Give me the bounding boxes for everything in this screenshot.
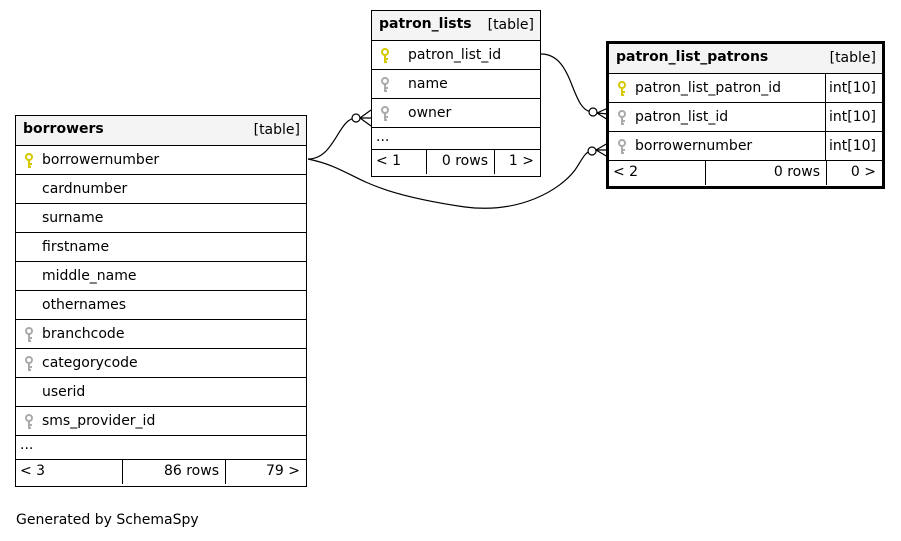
column-row[interactable]: sms_provider_id	[16, 407, 306, 436]
column-type: int[10]	[825, 74, 882, 102]
primary-key-icon	[617, 81, 627, 97]
table-name: patron_list_patrons	[616, 49, 769, 65]
column-list: borrowernumber cardnumber surname firstname…	[16, 146, 306, 436]
table-header: patron_lists [table]	[372, 11, 540, 41]
column-name: owner	[408, 105, 452, 121]
table-patron-list-patrons[interactable]: patron_list_patrons [table] patron_list_…	[606, 41, 885, 189]
table-name: patron_lists	[379, 16, 472, 32]
foreign-key-icon	[24, 414, 34, 430]
column-type: int[10]	[825, 103, 882, 131]
column-name: cardnumber	[42, 181, 128, 197]
row-count: 0 rows	[427, 150, 495, 174]
column-name: middle_name	[42, 268, 137, 284]
table-kind: [table]	[829, 50, 876, 66]
column-row[interactable]: borrowernumber	[16, 146, 306, 175]
column-name: patron_list_patron_id	[635, 80, 782, 96]
column-row[interactable]: middle_name	[16, 262, 306, 291]
edge-optional-marker	[588, 107, 598, 117]
column-type: int[10]	[825, 132, 882, 160]
foreign-key-icon	[24, 327, 34, 343]
column-row[interactable]: surname	[16, 204, 306, 233]
table-borrowers[interactable]: borrowers [table] borrowernumber cardnumb…	[15, 115, 307, 487]
column-row[interactable]: patron_list_patron_id int[10]	[609, 74, 882, 103]
column-row[interactable]: name	[372, 70, 540, 99]
column-name: name	[408, 76, 448, 92]
foreign-key-icon	[617, 110, 627, 126]
column-name: patron_list_id	[635, 109, 729, 125]
edge-patron-list-id	[540, 53, 594, 113]
primary-key-icon	[380, 48, 390, 64]
edge-optional-marker	[587, 146, 597, 156]
more-columns: ...	[16, 436, 306, 460]
edge-borrowernumber	[307, 150, 593, 209]
edge-crowfoot	[359, 109, 372, 127]
column-name: sms_provider_id	[42, 413, 156, 429]
column-row[interactable]: branchcode	[16, 320, 306, 349]
foreign-key-icon	[380, 106, 390, 122]
parents-link[interactable]: < 2	[609, 161, 706, 185]
column-name: firstname	[42, 239, 110, 255]
table-name: borrowers	[23, 121, 104, 137]
column-row[interactable]: patron_list_id int[10]	[609, 103, 882, 132]
generated-by-label: Generated by SchemaSpy	[16, 512, 199, 528]
edge-owner-borrowernumber	[307, 117, 357, 160]
column-row[interactable]: cardnumber	[16, 175, 306, 204]
foreign-key-icon	[24, 356, 34, 372]
column-row[interactable]: borrowernumber int[10]	[609, 132, 882, 161]
column-row[interactable]: firstname	[16, 233, 306, 262]
column-row[interactable]: categorycode	[16, 349, 306, 378]
column-name: borrowernumber	[635, 138, 753, 154]
table-footer: < 1 0 rows 1 >	[372, 150, 540, 174]
row-count: 86 rows	[123, 460, 226, 484]
children-link[interactable]: 0 >	[850, 164, 876, 180]
row-count: 0 rows	[706, 161, 827, 185]
foreign-key-icon	[617, 139, 627, 155]
parents-link[interactable]: < 1	[372, 150, 427, 174]
column-row[interactable]: owner	[372, 99, 540, 128]
table-footer: < 2 0 rows 0 >	[609, 161, 882, 185]
table-kind: [table]	[253, 122, 300, 138]
parents-link[interactable]: < 3	[16, 460, 123, 484]
primary-key-icon	[24, 153, 34, 169]
edge-optional-marker	[351, 113, 361, 123]
more-columns: ...	[372, 128, 540, 150]
column-row[interactable]: patron_list_id	[372, 41, 540, 70]
column-name: categorycode	[42, 355, 138, 371]
table-footer: < 3 86 rows 79 >	[16, 460, 306, 484]
table-kind: [table]	[487, 17, 534, 33]
table-header: borrowers [table]	[16, 116, 306, 146]
column-row[interactable]: othernames	[16, 291, 306, 320]
column-name: othernames	[42, 297, 127, 313]
column-name: patron_list_id	[408, 47, 502, 63]
table-header: patron_list_patrons [table]	[609, 44, 882, 74]
column-name: userid	[42, 384, 86, 400]
column-name: surname	[42, 210, 104, 226]
column-name: borrowernumber	[42, 152, 160, 168]
column-row[interactable]: userid	[16, 378, 306, 407]
column-name: branchcode	[42, 326, 125, 342]
foreign-key-icon	[380, 77, 390, 93]
children-link[interactable]: 79 >	[266, 463, 300, 479]
children-link[interactable]: 1 >	[508, 153, 534, 169]
